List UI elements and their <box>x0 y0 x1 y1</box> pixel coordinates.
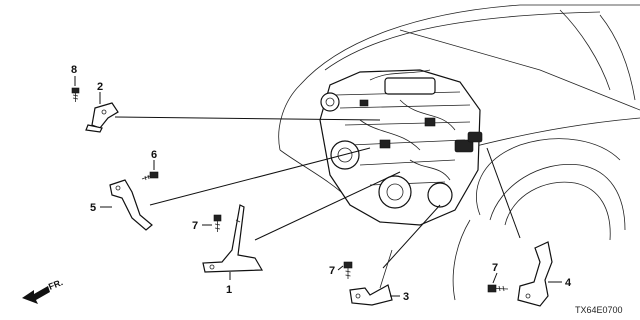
bolt-part-7a <box>213 214 222 232</box>
bolt-part-7c <box>487 284 509 293</box>
callout-2: 2 <box>97 81 103 93</box>
callout-1: 1 <box>226 284 232 296</box>
callout-6: 6 <box>151 149 157 161</box>
bracket-part-5 <box>109 179 153 231</box>
callout-labels: 8 2 6 5 7 1 7 3 7 4 <box>71 64 572 303</box>
callout-leaders <box>74 76 562 297</box>
bolt-part-6 <box>141 171 159 181</box>
callout-7b: 7 <box>329 265 335 277</box>
bolt-part-7b <box>343 261 353 279</box>
callout-5: 5 <box>90 202 96 214</box>
bracket-part-4 <box>517 241 553 307</box>
diagram-code: TX64E0700 <box>575 305 623 315</box>
arrow-left-icon <box>22 286 50 304</box>
leader-lines <box>114 116 521 269</box>
callout-7c: 7 <box>492 262 498 274</box>
bracket-part-3 <box>349 249 393 306</box>
bracket-part-1 <box>202 204 264 273</box>
callout-7a: 7 <box>192 220 198 232</box>
bolt-part-8 <box>71 87 80 102</box>
callout-4: 4 <box>565 277 572 289</box>
callout-8: 8 <box>71 64 77 76</box>
callout-3: 3 <box>403 291 409 303</box>
engine-assembly <box>319 69 483 226</box>
front-direction-indicator: FR. <box>22 277 64 304</box>
bracket-part-2 <box>85 102 119 133</box>
car-body-outline <box>278 4 640 301</box>
front-label: FR. <box>47 277 64 292</box>
